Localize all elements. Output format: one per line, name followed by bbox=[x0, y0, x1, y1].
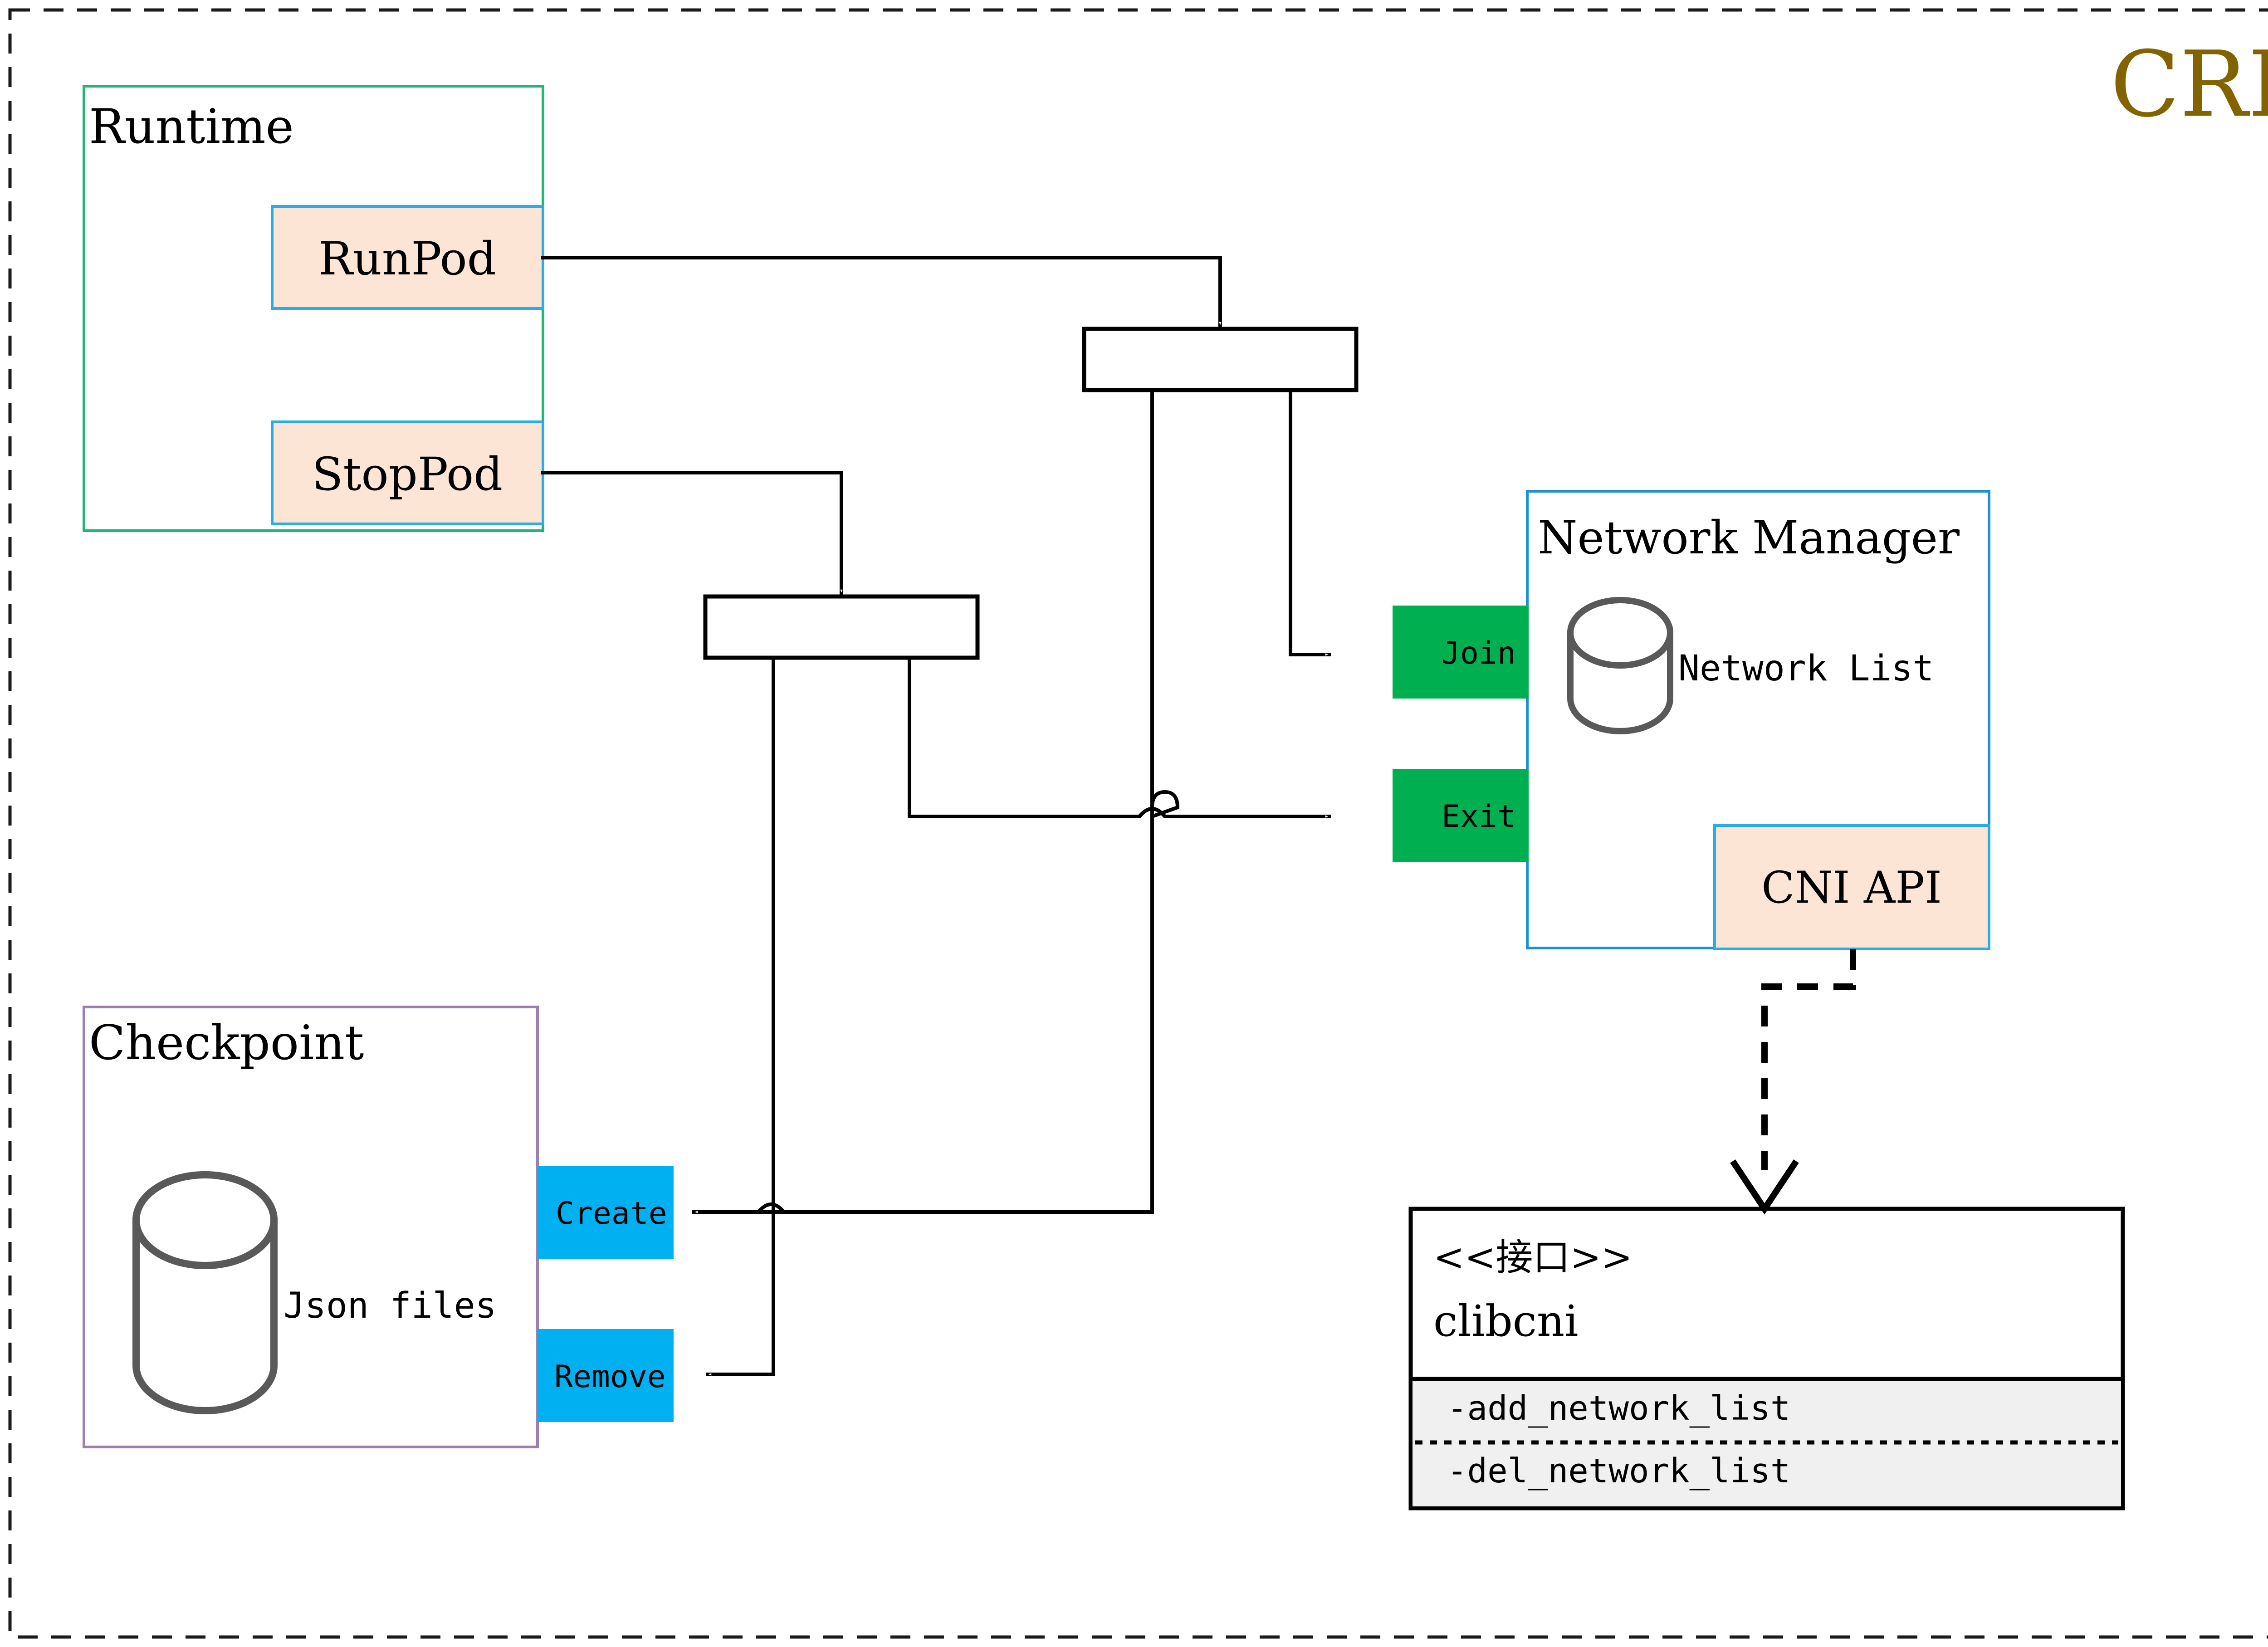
runtime-label: Runtime bbox=[89, 99, 294, 154]
json-files-cylinder-icon bbox=[132, 1171, 278, 1414]
join-port-label: Join bbox=[1442, 635, 1516, 671]
cni-api-label: CNI API bbox=[1761, 862, 1942, 913]
exit-port-box[interactable] bbox=[1393, 769, 1529, 862]
vertical-through-lines bbox=[772, 798, 1154, 1234]
runpod-box[interactable] bbox=[271, 205, 544, 310]
network-list-cylinder-icon bbox=[1567, 597, 1673, 734]
stoppod-label: StopPod bbox=[312, 448, 503, 501]
network-list-label: Network List bbox=[1678, 648, 1934, 689]
stoppod-box[interactable] bbox=[271, 420, 544, 525]
create-port-box[interactable] bbox=[538, 1166, 674, 1259]
clibcni-method-add: -add_network_list bbox=[1447, 1389, 1790, 1428]
runpod-label: RunPod bbox=[318, 232, 496, 285]
json-files-label: Json files bbox=[284, 1285, 497, 1326]
stoppod-fork-bar bbox=[703, 594, 980, 660]
dependency-cni-api-to-clibcni bbox=[1761, 949, 1856, 1170]
create-port-label: Create bbox=[556, 1196, 667, 1232]
remove-port-box[interactable] bbox=[538, 1329, 674, 1422]
checkpoint-label: Checkpoint bbox=[89, 1015, 364, 1070]
clibcni-stereotype: <<接口>> bbox=[1433, 1236, 1633, 1279]
connector-runpod-to-fork bbox=[541, 256, 1222, 327]
exit-port-label: Exit bbox=[1442, 799, 1516, 835]
clibcni-method-del: -del_network_list bbox=[1447, 1452, 1790, 1491]
connector-fork-upper-right-to-join bbox=[1289, 388, 1331, 655]
network-manager-label: Network Manager bbox=[1538, 511, 1960, 564]
page-title: CRI bbox=[2110, 32, 2268, 137]
clibcni-name: clibcni bbox=[1433, 1296, 1579, 1346]
connector-stoppod-to-fork bbox=[541, 471, 843, 595]
jump-arc-create-line bbox=[757, 1202, 786, 1213]
remove-port-label: Remove bbox=[554, 1359, 666, 1395]
dependency-open-arrowhead bbox=[1730, 1159, 1799, 1215]
connector-fork-lower-left-to-remove bbox=[706, 656, 775, 1376]
runpod-fork-bar bbox=[1082, 327, 1359, 392]
connector-fork-lower-right-to-exit bbox=[908, 656, 1331, 816]
outer-frame bbox=[8, 8, 2268, 1639]
crossing-jumps bbox=[757, 807, 1167, 1213]
join-port-box[interactable] bbox=[1393, 606, 1529, 699]
